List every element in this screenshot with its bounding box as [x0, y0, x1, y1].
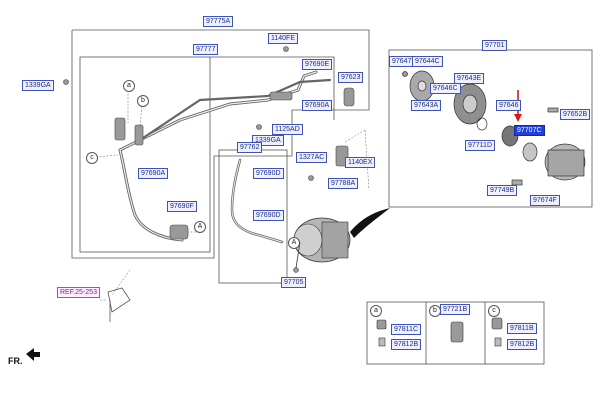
part-label-97788a[interactable]: 97788A	[328, 178, 359, 189]
part-label-1339ga-mid[interactable]: 1339GA	[252, 135, 284, 146]
hose-97690e	[138, 78, 332, 142]
part-label-97623[interactable]: 97623	[338, 72, 364, 83]
hose-97690a-inner	[119, 71, 317, 241]
callout-c: c	[86, 152, 98, 164]
ref-label-25-253[interactable]: REF.25-253	[57, 287, 100, 298]
part-label-97762[interactable]: 97762	[237, 142, 263, 153]
part-label-1125ad[interactable]: 1125AD	[272, 124, 303, 135]
part-label-97647[interactable]: 97647	[389, 56, 415, 67]
part-label-97775a[interactable]: 97775A	[203, 16, 234, 27]
frame-97775a	[71, 29, 370, 259]
compressor-main	[293, 217, 351, 273]
part-label-97749b[interactable]: 97749B	[487, 185, 518, 196]
part-label-97644c[interactable]: 97644C	[412, 56, 443, 67]
front-direction-marker: FR.	[8, 356, 23, 366]
part-label-1327ac[interactable]: 1327AC	[296, 152, 328, 163]
part-label-97812b-c[interactable]: 97812B	[507, 339, 538, 350]
part-label-97690d-bot[interactable]: 97690D	[253, 210, 284, 221]
part-label-97777[interactable]: 97777	[193, 44, 219, 55]
part-label-97690e[interactable]: 97690E	[302, 59, 333, 70]
callout-a: a	[123, 80, 135, 92]
part-label-97643e[interactable]: 97643E	[454, 73, 485, 84]
part-label-97811b[interactable]: 97811B	[507, 323, 537, 334]
mount-bracket	[107, 287, 131, 322]
part-label-97711d[interactable]: 97711D	[465, 140, 496, 151]
section-parts	[376, 317, 503, 347]
part-label-1140fe[interactable]: 1140FE	[268, 33, 298, 44]
part-label-97690a-mid[interactable]: 97690A	[138, 168, 169, 179]
section-letter-a: a	[370, 305, 382, 317]
part-label-97721b[interactable]: 97721B	[440, 304, 471, 315]
callout-A-left: A	[194, 221, 206, 233]
part-label-1140ex[interactable]: 1140EX	[345, 157, 376, 168]
part-label-97646[interactable]: 97646	[496, 100, 522, 111]
frame-sections	[366, 301, 545, 365]
section-letter-c: c	[488, 305, 500, 317]
part-label-97690f[interactable]: 97690F	[167, 201, 197, 212]
part-label-97652b[interactable]: 97652B	[560, 109, 591, 120]
leader-lines	[95, 90, 370, 301]
part-label-97674f[interactable]: 97674F	[530, 195, 560, 206]
part-label-97705[interactable]: 97705	[281, 277, 307, 288]
part-label-97646c[interactable]: 97646C	[430, 83, 461, 94]
part-label-1339ga-left[interactable]: 1339GA	[22, 80, 54, 91]
part-label-97701[interactable]: 97701	[482, 40, 508, 51]
clutch-parts	[402, 70, 586, 186]
frame-97777	[79, 56, 335, 253]
part-label-97707c[interactable]: 97707C	[514, 125, 545, 136]
front-arrow-icon	[26, 348, 40, 361]
part-label-97812b-a[interactable]: 97812B	[391, 339, 422, 350]
hose-97690d-inner	[231, 159, 283, 243]
part-label-97690a-top[interactable]: 97690A	[302, 100, 333, 111]
part-label-97811c[interactable]: 97811C	[391, 324, 422, 335]
hose-fittings	[63, 46, 355, 240]
part-label-97643a[interactable]: 97643A	[411, 100, 442, 111]
callout-A-right: A	[288, 237, 300, 249]
callout-b: b	[137, 95, 149, 107]
part-label-97690d-top[interactable]: 97690D	[253, 168, 284, 179]
pointer-swoosh	[350, 208, 390, 238]
